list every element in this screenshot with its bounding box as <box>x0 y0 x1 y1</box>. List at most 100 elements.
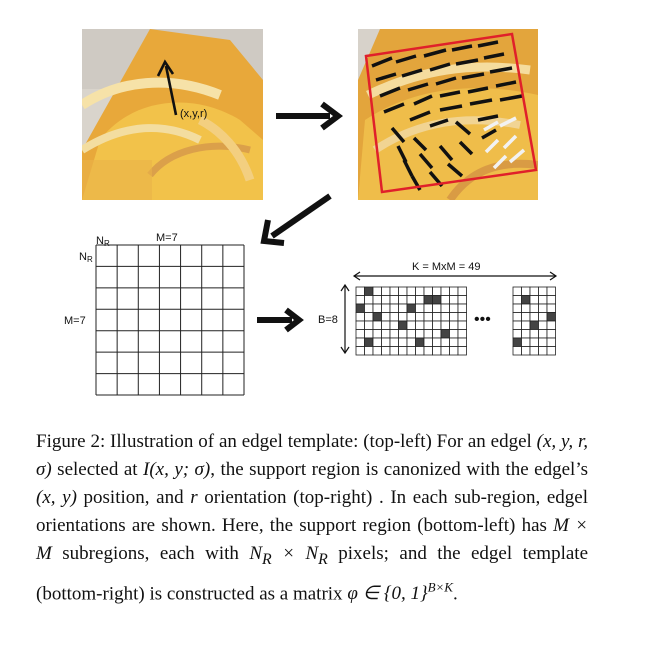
template-cell <box>415 286 425 296</box>
template-cell <box>423 312 433 322</box>
caption-text: . <box>452 583 458 605</box>
template-cell <box>521 286 531 296</box>
edgel-mark <box>401 68 423 78</box>
edgel-mark-light <box>502 134 518 150</box>
template-cell <box>381 346 391 356</box>
k-dimension-arrow <box>352 271 558 281</box>
template-cell <box>449 320 459 330</box>
template-cell <box>415 346 425 356</box>
template-cell <box>381 295 391 305</box>
template-cell <box>355 295 365 305</box>
template-cell <box>457 320 467 330</box>
edgel-mark <box>395 54 417 64</box>
template-cell <box>512 346 522 356</box>
template-cell <box>546 329 556 339</box>
template-cell <box>546 295 556 305</box>
template-cell <box>449 286 459 296</box>
template-cell <box>457 346 467 356</box>
template-cell <box>529 286 539 296</box>
template-cell <box>355 329 365 339</box>
edgel-mark <box>439 104 463 112</box>
edgel-mark <box>423 48 447 58</box>
template-cell <box>406 295 416 305</box>
caption-math: r <box>190 487 198 508</box>
template-cell <box>415 337 425 347</box>
caption-text: pixels; and the edgel template (bottom-r… <box>36 543 589 605</box>
template-cell <box>529 329 539 339</box>
template-cell <box>538 295 548 305</box>
template-cell <box>440 295 450 305</box>
template-cell <box>457 329 467 339</box>
template-cell <box>538 329 548 339</box>
template-cell <box>398 286 408 296</box>
template-cell <box>521 337 531 347</box>
template-cell <box>381 337 391 347</box>
template-cell <box>423 337 433 347</box>
template-cell <box>389 286 399 296</box>
template-cell <box>423 346 433 356</box>
template-cell <box>423 286 433 296</box>
template-cell <box>398 337 408 347</box>
edgel-mark <box>390 126 406 144</box>
template-cell <box>432 320 442 330</box>
grid-m-top-label: M=7 <box>156 232 178 244</box>
figure-caption: Figure 2: Illustration of an edgel templ… <box>36 428 588 608</box>
caption-text: Figure 2: Illustration of an edgel templ… <box>36 431 537 452</box>
edgel-mark <box>467 86 489 94</box>
template-cell <box>512 295 522 305</box>
template-ellipsis: ••• <box>474 311 491 328</box>
edgel-mark-light <box>484 138 500 154</box>
grid-nr-top-label: NR <box>96 235 110 248</box>
template-cell <box>440 286 450 296</box>
template-cell <box>546 337 556 347</box>
template-cell <box>372 329 382 339</box>
edgel-mark <box>477 114 499 122</box>
template-cell <box>457 286 467 296</box>
template-cell <box>521 303 531 313</box>
edgel-mark <box>438 144 454 162</box>
template-cell <box>432 303 442 313</box>
template-cell <box>440 346 450 356</box>
template-cell <box>406 329 416 339</box>
template-cell <box>389 303 399 313</box>
caption-math: φ ∈ {0, 1}B×K <box>347 579 453 605</box>
orientation-arrow-icon <box>156 59 178 116</box>
template-matrix <box>355 286 556 356</box>
template-cell <box>449 346 459 356</box>
template-cell <box>546 346 556 356</box>
template-cell <box>538 320 548 330</box>
edgel-mark <box>375 72 397 82</box>
caption-math: (x, y, r, σ) <box>36 431 588 480</box>
edgel-mark <box>429 118 449 128</box>
template-cell <box>432 346 442 356</box>
template-cell <box>398 303 408 313</box>
template-cell <box>440 312 450 322</box>
edgel-mark-light <box>492 154 508 170</box>
template-cell <box>355 337 365 347</box>
template-cell <box>406 312 416 322</box>
template-cell <box>364 337 374 347</box>
template-cell <box>423 303 433 313</box>
template-cell <box>415 295 425 305</box>
template-cell <box>440 303 450 313</box>
template-cell <box>538 286 548 296</box>
template-cell <box>432 286 442 296</box>
edgel-mark <box>461 72 485 80</box>
template-k-label: K = MxM = 49 <box>412 261 480 273</box>
template-cell <box>546 312 556 322</box>
template-cell <box>355 346 365 356</box>
template-cell <box>372 312 382 322</box>
template-cell <box>512 337 522 347</box>
template-cell <box>389 312 399 322</box>
template-cell <box>440 329 450 339</box>
caption-math: I(x, y; σ) <box>143 459 211 480</box>
caption-text: orientation (top-right) . In each sub-re… <box>36 487 588 536</box>
edgel-mark <box>458 140 474 156</box>
template-cell <box>546 320 556 330</box>
template-cell <box>381 329 391 339</box>
template-cell <box>512 312 522 322</box>
edgel-mark <box>379 86 401 98</box>
edgel-mark <box>451 44 473 52</box>
edgel-mark <box>371 56 393 68</box>
